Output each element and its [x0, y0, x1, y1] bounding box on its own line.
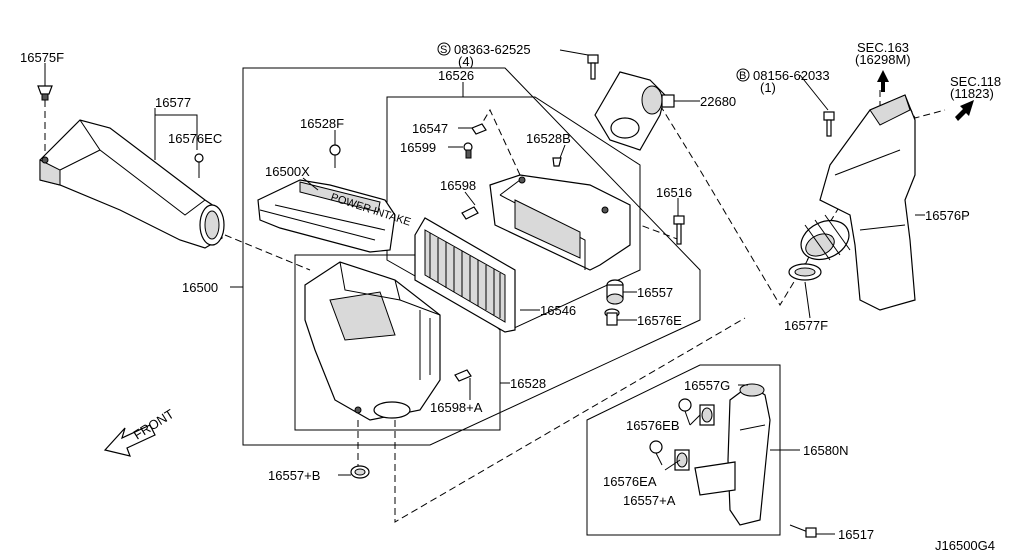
label-sec118: SEC.118: [950, 74, 1001, 89]
label-16575F: 16575F: [20, 50, 64, 65]
bolt-16516: [673, 215, 685, 245]
dash-case-to-resonator: [394, 317, 746, 523]
label-16500X: 16500X: [265, 164, 310, 179]
label-diagram-id: J16500G4: [935, 538, 995, 553]
outline-upper-case-group: [386, 96, 641, 331]
bushing-16576EB: [678, 398, 692, 426]
front-arrow: [103, 424, 156, 457]
callout-bolt-s: S 08363-62525 (4): [437, 42, 531, 69]
grommet-16557G: [699, 404, 715, 426]
label-16526: 16526: [438, 68, 474, 83]
label-16577: 16577: [155, 95, 191, 110]
label-16528B: 16528B: [526, 131, 571, 146]
label-16599: 16599: [400, 140, 436, 155]
label-16557B: 16557+B: [268, 468, 320, 483]
label-16500: 16500: [182, 280, 218, 295]
clip-16576EC: [194, 153, 204, 178]
label-16516: 16516: [656, 185, 692, 200]
outline-lower-case-group: [294, 254, 501, 431]
dash-duct-to-case: [224, 234, 311, 271]
label-16576P: 16576P: [925, 208, 970, 223]
callout-bolt-b: B 08156-62033 (1): [736, 68, 830, 95]
label-b-bolt-qty: (1): [760, 80, 776, 95]
label-16546: 16546: [540, 303, 576, 318]
label-16577F: 16577F: [784, 318, 828, 333]
clip-16528F: [329, 144, 341, 168]
clip-16598: [461, 206, 479, 220]
sec163-arrow: [877, 70, 889, 92]
label-16576E: 16576E: [637, 313, 682, 328]
label-16528: 16528: [510, 376, 546, 391]
label-16557G: 16557G: [684, 378, 730, 393]
label-16580N: 16580N: [803, 443, 849, 458]
bolt-16517: [789, 524, 817, 538]
grommet-16599: [463, 142, 473, 159]
label-16557A: 16557+A: [623, 493, 676, 508]
label-16576EA: 16576EA: [603, 474, 657, 489]
filter-element-16546: [414, 217, 516, 333]
grommet-16557B: [350, 465, 370, 479]
b-marker: B: [739, 70, 746, 82]
dash-16516: [639, 224, 681, 241]
label-front: FRONT: [131, 406, 177, 442]
label-16576EC: 16576EC: [168, 131, 222, 146]
grommet-16557A: [674, 449, 690, 471]
label-s-bolt-code: 08363-62525: [454, 42, 531, 57]
cover-16500X: POWER INTAKE: [257, 179, 412, 253]
label-16547: 16547: [412, 121, 448, 136]
label-16576EB: 16576EB: [626, 418, 680, 433]
mass-air-flow-sensor-22680: [594, 71, 675, 151]
clip-16528B: [552, 157, 562, 167]
clip-16575F: [37, 85, 53, 101]
air-duct-16577: [39, 119, 225, 249]
s-marker: S: [440, 44, 447, 56]
label-22680: 22680: [700, 94, 736, 109]
dash-16547: [477, 108, 521, 176]
label-16517: 16517: [838, 527, 874, 542]
leader-lines: [44, 49, 925, 535]
bushing-16576EA: [649, 440, 663, 466]
bolt-08363-62525: [587, 54, 599, 80]
bushing-16576E: [604, 308, 620, 326]
clamp-16577F: [788, 263, 822, 281]
grommet-16557: [606, 279, 624, 305]
label-16598: 16598: [440, 178, 476, 193]
label-sec118-ref: (11823): [950, 86, 994, 101]
label-s-bolt-qty: (4): [458, 54, 474, 69]
clip-16598A: [454, 369, 472, 382]
label-16528F: 16528F: [300, 116, 344, 131]
lower-case-16528: [304, 261, 441, 421]
label-sec163-ref: (16298M): [855, 52, 911, 67]
label-16557: 16557: [637, 285, 673, 300]
label-sec163: SEC.163: [857, 40, 909, 55]
clip-16547: [471, 123, 487, 135]
resonator-16580N: [694, 383, 771, 526]
upper-case-16526: [489, 174, 631, 271]
sec118-arrow: [955, 100, 974, 121]
label-16598A: 16598+A: [430, 400, 483, 415]
intake-hose-16576P: [800, 94, 916, 311]
bolt-08156-62033: [823, 111, 835, 137]
outline-air-cleaner-group: [242, 67, 701, 446]
label-b-bolt-code: 08156-62033: [753, 68, 830, 83]
